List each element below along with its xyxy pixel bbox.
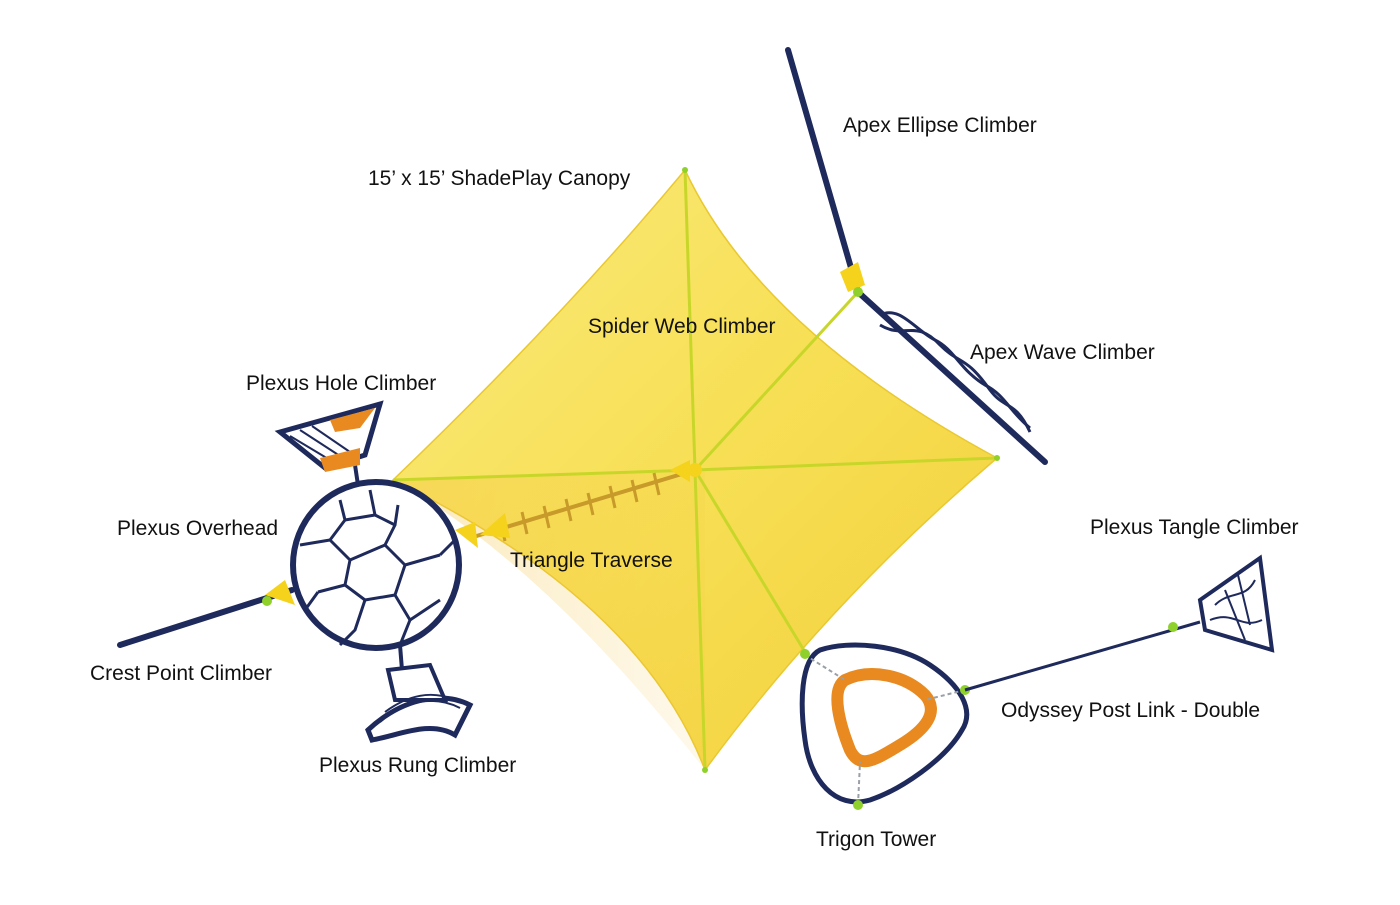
plexus-overhead xyxy=(290,464,462,671)
label-plexus-rung-climber: Plexus Rung Climber xyxy=(319,754,517,777)
triangle-traverse xyxy=(455,460,702,548)
trigon-tower xyxy=(799,642,970,810)
label-crest-point-climber: Crest Point Climber xyxy=(90,662,273,685)
label-trigon-tower: Trigon Tower xyxy=(816,828,937,851)
label-apex-ellipse-climber: Apex Ellipse Climber xyxy=(843,114,1037,137)
plexus-rung-climber xyxy=(365,662,474,743)
apex-climbers xyxy=(785,47,1048,465)
label-plexus-hole-climber: Plexus Hole Climber xyxy=(246,372,437,395)
label-odyssey-post-link: Odyssey Post Link - Double xyxy=(1001,699,1261,722)
plexus-tangle-climber xyxy=(1197,554,1275,653)
label-shadeplay-canopy: 15’ x 15’ ShadePlay Canopy xyxy=(368,167,631,190)
label-apex-wave-climber: Apex Wave Climber xyxy=(970,341,1155,364)
odyssey-post-link xyxy=(964,620,1201,692)
label-plexus-tangle-climber: Plexus Tangle Climber xyxy=(1090,516,1299,539)
label-triangle-traverse: Triangle Traverse xyxy=(510,549,673,572)
plexus-hole-climber xyxy=(274,400,384,472)
crest-point-climber xyxy=(117,580,295,648)
label-spider-web-climber: Spider Web Climber xyxy=(588,315,776,338)
label-plexus-overhead: Plexus Overhead xyxy=(117,517,279,540)
